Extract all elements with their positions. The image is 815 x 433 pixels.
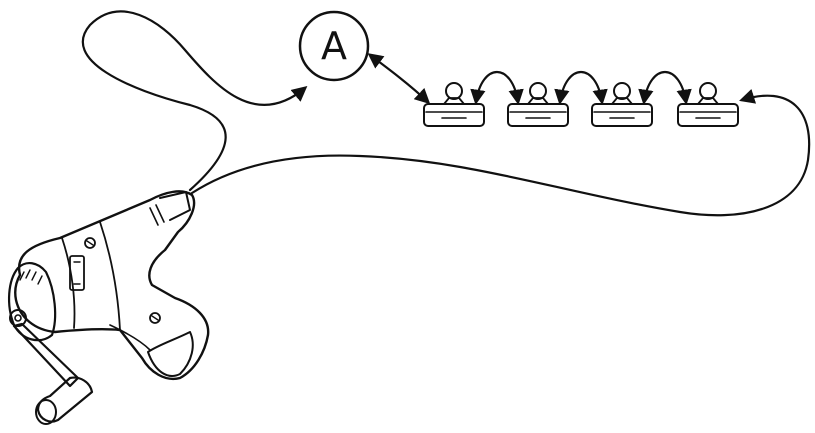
- light-bulb-icon: [677, 82, 739, 127]
- ammeter-label: A: [321, 24, 347, 68]
- wire-ammeter-to-bulb-1: [367, 53, 431, 105]
- wire-bulb-1-to-bulb-2: [470, 71, 524, 106]
- wire-bulb-3-to-bulb-4: [638, 71, 692, 106]
- hand-crank-generator-icon: [8, 190, 210, 425]
- light-bulb-icon: [591, 82, 653, 127]
- wires: [81, 10, 811, 217]
- wire-bulb-2-to-bulb-3: [554, 71, 608, 106]
- light-bulb-icon: [507, 82, 569, 127]
- wire-generator-to-ammeter: [81, 10, 308, 192]
- bulb-2: [507, 82, 569, 127]
- light-bulb-icon: [423, 82, 485, 127]
- bulb-1: [423, 82, 485, 127]
- ammeter: A: [298, 10, 370, 82]
- bulb-3: [591, 82, 653, 127]
- wire-bulb-4-to-generator: [190, 88, 811, 217]
- bulb-4: [677, 82, 739, 127]
- generator: [8, 190, 210, 425]
- ammeter-icon: [298, 10, 370, 82]
- bulbs: [423, 82, 739, 127]
